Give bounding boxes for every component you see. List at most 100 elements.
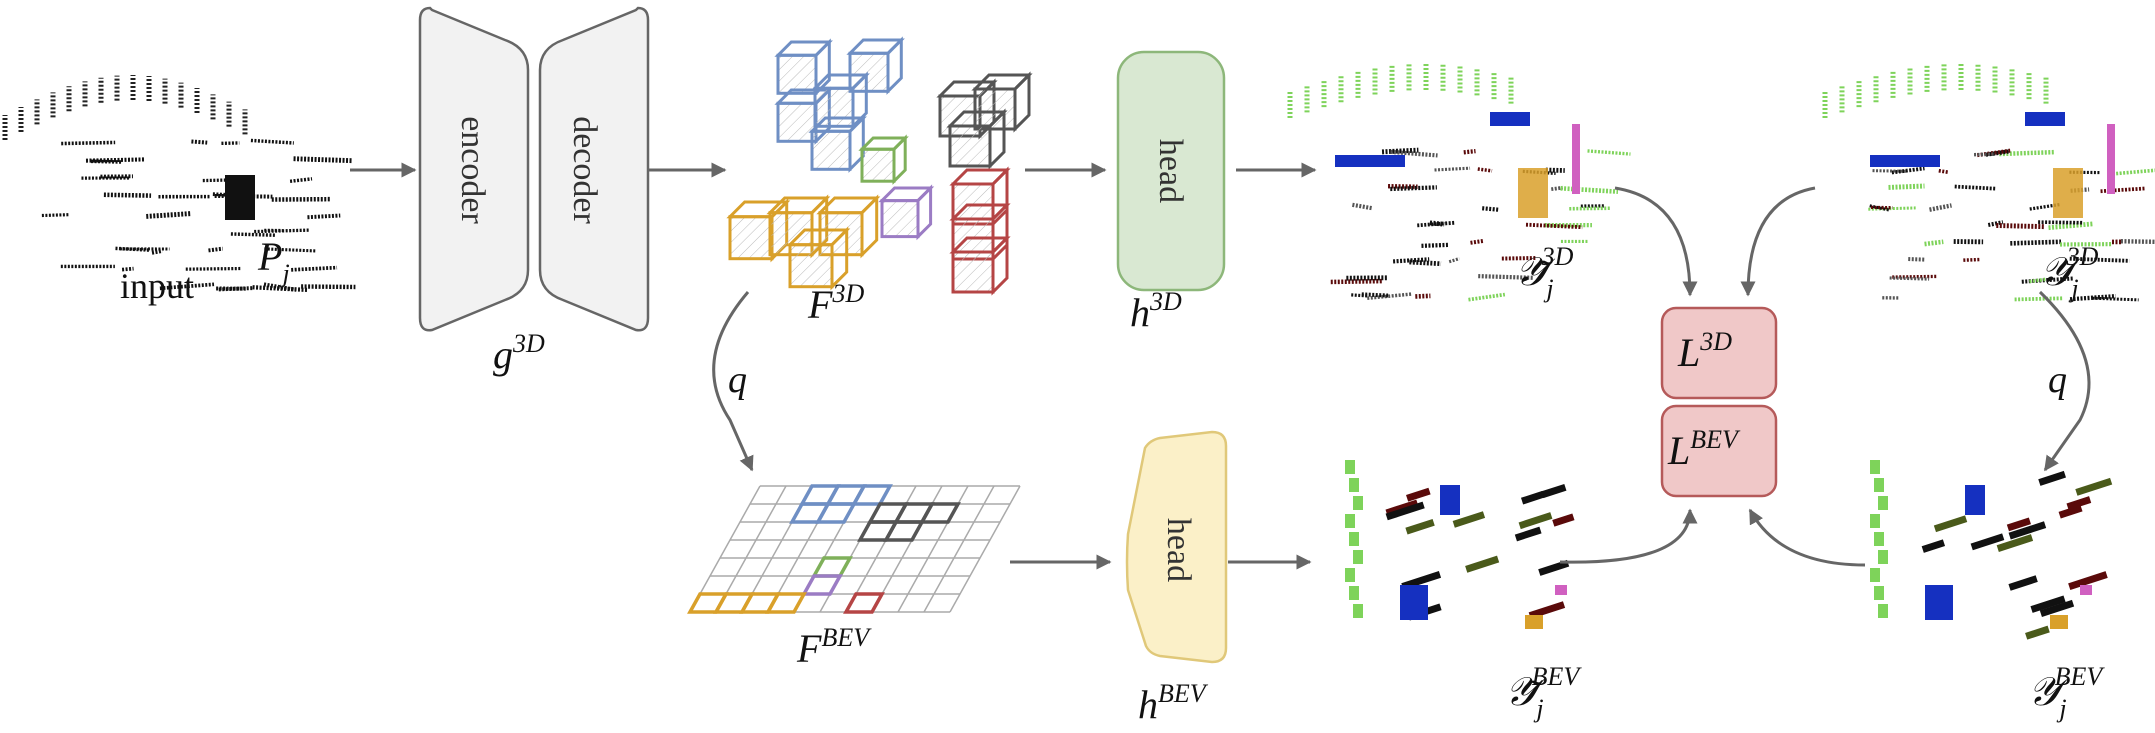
scan-line	[291, 265, 338, 272]
featurebev-base: F	[796, 626, 822, 671]
bev-segment	[1385, 501, 1425, 521]
prediction-3d-cloud	[1287, 64, 1631, 302]
scan-line	[41, 213, 70, 218]
cube-side	[991, 234, 1009, 296]
pole-blob	[1572, 124, 1580, 194]
lossbev-base: L	[1667, 428, 1690, 473]
object-blob	[225, 175, 255, 220]
scan-line	[1954, 184, 1997, 191]
scan-line	[2092, 296, 2139, 302]
gtbev-label: 𝒴jBEV	[2028, 662, 2105, 723]
bev-segment	[1520, 490, 1545, 505]
predbev-label: 𝒴̃jBEV	[1505, 662, 1582, 723]
bev-segment	[1538, 559, 1570, 576]
arrow-pred3d-loss3d	[1614, 186, 1698, 297]
scan-line	[2014, 296, 2063, 302]
scan-line	[1477, 167, 1493, 173]
scan-line	[85, 157, 146, 163]
predbev-sub: j	[1533, 694, 1543, 723]
gtbev-sup: BEV	[2055, 662, 2106, 691]
lossbev-label: LBEV	[1667, 425, 1741, 473]
scan-line	[151, 248, 163, 255]
bev-vegetation	[1870, 568, 1880, 582]
scan-line	[264, 247, 317, 253]
scan-line	[218, 286, 254, 292]
grid-col	[689, 485, 761, 613]
scan-line	[1987, 220, 2004, 227]
loss3d-sup: 3D	[1699, 327, 1732, 356]
scan-line	[1888, 183, 1925, 190]
encoder-label: encoder	[454, 116, 491, 224]
grid-cell	[843, 592, 885, 614]
scan-line	[293, 156, 353, 164]
scan-line	[2048, 221, 2094, 231]
scan-line	[2120, 239, 2155, 245]
bev-segment	[1514, 526, 1542, 542]
grid-cell	[851, 484, 893, 506]
bev-segment	[1452, 511, 1486, 528]
scan-line	[1996, 223, 2045, 230]
grid-cell	[765, 592, 807, 614]
cube-side	[830, 226, 849, 291]
bev-segment	[2008, 521, 2047, 540]
cube-side	[851, 71, 868, 130]
scan-line	[252, 285, 309, 293]
feature3d-label: F3D	[807, 279, 864, 327]
scan-line	[2038, 220, 2084, 225]
gtbev-sub: j	[2056, 694, 2066, 723]
scan-line	[1872, 169, 1908, 173]
grid-cell	[883, 520, 925, 542]
cube-front	[788, 243, 834, 289]
scan-line	[1892, 274, 1937, 279]
featurebev-label: FBEV	[796, 623, 872, 671]
bev-vegetation	[1878, 604, 1888, 618]
pred3d-label: 𝒴̃j3D	[1515, 242, 1574, 303]
scan-line	[1525, 222, 1583, 230]
scan-line	[1889, 276, 1930, 281]
bev-segment	[2068, 571, 2108, 590]
cube-side	[886, 36, 903, 95]
cube-side	[916, 184, 933, 241]
scan-line	[1434, 166, 1471, 172]
headbev-box-label: head	[1160, 518, 1197, 582]
bev-vegetation	[1349, 532, 1359, 546]
scan-line	[1560, 185, 1619, 194]
cube-front	[948, 124, 992, 168]
arrow-gt3d-loss3d	[1740, 186, 1816, 297]
head3d-label: h3D	[1130, 287, 1182, 335]
bev-segment	[2030, 595, 2066, 613]
bev-person	[2050, 615, 2068, 629]
bev-segment	[2038, 470, 2066, 486]
bev-vegetation	[1870, 514, 1880, 528]
bev-segment	[1518, 512, 1553, 530]
bev-vegetation	[1349, 478, 1359, 492]
grid-cell	[815, 502, 857, 524]
bev-vegetation	[1345, 460, 1355, 474]
scan-line	[1924, 239, 1944, 247]
bev-segment	[2008, 575, 2038, 591]
scan-line	[1351, 293, 1369, 298]
predbev-sup: BEV	[1532, 662, 1583, 691]
backbone-base: g	[493, 332, 513, 377]
scan-line	[1938, 168, 1950, 175]
bev-segment	[1541, 483, 1567, 499]
scan-line	[1501, 256, 1537, 261]
car-blob	[2025, 112, 2065, 126]
arrow-predbev-lossbev	[1559, 508, 1698, 564]
bev-car	[1965, 485, 1985, 515]
loss3d-label: L3D	[1677, 327, 1732, 375]
cube-front	[776, 101, 818, 143]
car-blob	[1490, 112, 1530, 126]
grid-col	[715, 485, 787, 613]
backbone-label: g3D	[493, 329, 545, 377]
scan-line	[1551, 185, 1563, 192]
cube-side	[892, 134, 907, 185]
scan-line	[1482, 206, 1499, 212]
decoder-label: decoder	[566, 116, 603, 224]
scan-line	[1415, 293, 1431, 299]
cube-front	[860, 147, 896, 183]
bev-segment	[1933, 515, 1968, 533]
scan-line	[1478, 274, 1534, 280]
scan-line	[1429, 220, 1445, 227]
bev-pole	[2080, 585, 2092, 595]
